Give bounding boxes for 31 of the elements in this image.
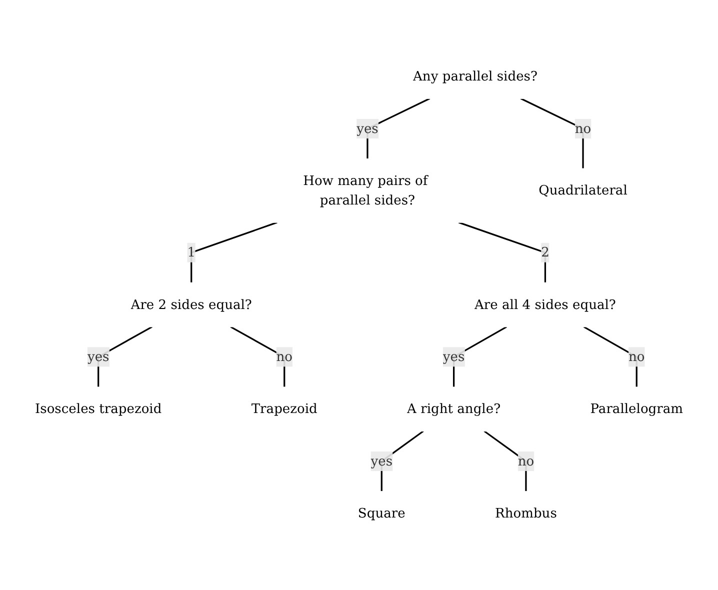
edge-label: 2 xyxy=(541,244,550,260)
node-text: Are 2 sides equal? xyxy=(130,296,252,312)
node-text: Quadrilateral xyxy=(538,182,628,198)
node-text: Any parallel sides? xyxy=(413,68,538,84)
connector xyxy=(190,222,278,283)
connector xyxy=(230,326,286,388)
edge-label: yes xyxy=(356,120,378,136)
edge-label: no xyxy=(276,348,292,364)
connector xyxy=(366,98,430,159)
node-text: Parallelogram xyxy=(590,400,684,416)
edge-label: no xyxy=(574,120,592,136)
node-text: Square xyxy=(358,505,406,521)
connector xyxy=(458,222,546,283)
edge-label: yes xyxy=(442,348,465,364)
edge-label: no xyxy=(518,453,534,469)
node-text: Isosceles trapezoid xyxy=(34,400,162,416)
node-text: Are all 4 sides equal? xyxy=(474,296,616,312)
edge-label: 1 xyxy=(187,244,196,260)
node-text: How many pairs of parallel sides? xyxy=(303,172,428,208)
connector xyxy=(98,326,152,388)
connector xyxy=(520,98,584,169)
edge-label: no xyxy=(628,348,645,364)
node-text: Trapezoid xyxy=(251,400,318,416)
connector xyxy=(453,326,508,388)
edge-label: yes xyxy=(370,453,393,469)
connector xyxy=(583,326,638,388)
node-text: Rhombus xyxy=(495,505,557,521)
node-text: A right angle? xyxy=(407,400,501,416)
connector xyxy=(484,430,527,492)
connector xyxy=(380,430,424,492)
edge-label: yes xyxy=(87,348,110,364)
